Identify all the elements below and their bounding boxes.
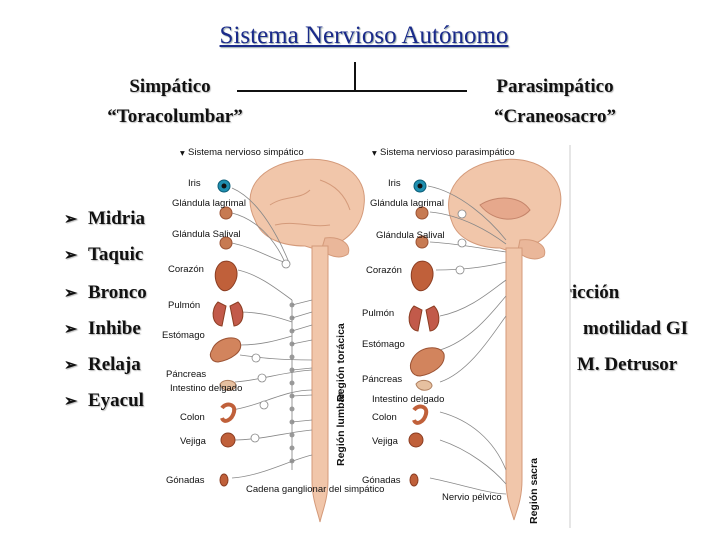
organ-label: Corazón (366, 265, 402, 276)
organ-label: Glándula Salival (172, 229, 241, 240)
stomach-icon (209, 337, 242, 363)
organ-label: Páncreas (362, 374, 402, 385)
arrow-bullet-icon: ➢ (64, 211, 78, 228)
spinal-cord-icon (505, 247, 523, 521)
organ-label: Glándula Salival (376, 230, 445, 241)
slide-title: Sistema Nervioso Autónomo (219, 22, 509, 49)
region-toracica-label: Región torácica (335, 323, 347, 402)
sympathetic-nerves (231, 187, 313, 479)
intestine-icon (219, 379, 237, 391)
organ-label: Estómago (162, 330, 205, 341)
arrow-bullet-icon: ➢ (64, 247, 78, 264)
brain-section (479, 197, 531, 220)
lungs-icon (408, 305, 440, 332)
organ-label: Intestino delgado (170, 383, 242, 394)
ganglion-nodes (250, 259, 291, 443)
para-effect-fragment: rricción (555, 282, 620, 303)
brain-folds (269, 179, 351, 227)
nervio-pelvico-label: Nervio pélvico (442, 492, 502, 503)
arrow-bullet-icon: ➢ (64, 393, 78, 410)
colon-icon (220, 402, 237, 423)
sympathetic-title: Simpático (129, 76, 211, 97)
parasympathetic-panel-header: Sistema nervioso parasimpático (380, 147, 515, 158)
ganglion-nodes (455, 209, 467, 275)
pupil-icon (221, 183, 227, 189)
parasympathetic-title: Parasimpático (496, 76, 614, 97)
arrow-bullet-icon: ➢ (64, 285, 78, 302)
para-effect-fragment: M. Detrusor (577, 354, 678, 375)
organ-label: Gónadas (362, 475, 401, 486)
lacrimal-gland-icon (415, 206, 429, 220)
parasympathetic-subtitle: “Craneosacro” (493, 106, 617, 127)
effect-item: ➢Bronco (64, 282, 147, 303)
panel-header-arrow: ▾ (372, 148, 377, 159)
effect-item: ➢Inhibe (64, 318, 141, 339)
bladder-icon (408, 432, 424, 448)
gonads-icon (219, 473, 229, 487)
organ-label: Colon (180, 412, 205, 423)
organ-label: Páncreas (166, 369, 206, 380)
sympathetic-panel: ▾ Sistema nervioso simpático Iris Glándu… (162, 147, 384, 523)
cadena-label: Cadena ganglionar del simpático (246, 484, 384, 495)
heart-icon (214, 260, 238, 292)
organ-label: Iris (188, 178, 201, 189)
organ-label: Intestino delgado (372, 394, 444, 405)
gonads-icon (409, 473, 419, 487)
effect-item: ➢Taquic (64, 244, 144, 265)
region-lumbar-label: Región lumbar (335, 392, 347, 466)
sympathetic-subtitle: “Toracolumbar” (107, 106, 243, 127)
colon-icon (412, 404, 429, 425)
effect-item: ➢Eyacul (64, 390, 144, 411)
organ-label: Pulmón (362, 308, 394, 319)
organ-label: Vejiga (372, 436, 399, 447)
organ-label: Corazón (168, 264, 204, 275)
brain-icon (249, 158, 365, 251)
arrow-bullet-icon: ➢ (64, 357, 78, 374)
sympathetic-panel-header: Sistema nervioso simpático (188, 147, 304, 158)
organ-label: Colon (372, 412, 397, 423)
spinal-cord-icon (311, 245, 329, 523)
tree-horizontal-line (237, 90, 467, 92)
panel-header-arrow: ▾ (180, 148, 185, 159)
pupil-icon (417, 183, 423, 189)
arrow-bullet-icon: ➢ (64, 321, 78, 338)
salivary-gland-icon (415, 235, 429, 249)
organ-label: Pulmón (168, 300, 200, 311)
bladder-icon (220, 432, 236, 448)
heart-icon (410, 260, 434, 292)
organ-label: Iris (388, 178, 401, 189)
organ-label: Vejiga (180, 436, 207, 447)
organ-label: Gónadas (166, 475, 205, 486)
organ-label: Glándula lagrimal (370, 198, 444, 209)
region-sacra-label: Región sacra (528, 458, 540, 524)
tree-vertical-line (354, 62, 356, 90)
intestine-icon (415, 379, 433, 391)
lacrimal-gland-icon (219, 206, 233, 220)
ganglia (289, 302, 295, 464)
organ-label: Estómago (362, 339, 405, 350)
para-effect-fragment: motilidad GI (583, 318, 689, 339)
stomach-icon (409, 347, 445, 377)
organ-label: Glándula lagrimal (172, 198, 246, 209)
salivary-gland-icon (219, 236, 233, 250)
parasympathetic-nerves (427, 185, 507, 495)
parasympathetic-panel: ▾ Sistema nervioso parasimpático Iris Gl… (362, 147, 562, 524)
effect-item: ➢Midria (64, 208, 145, 229)
effect-item: ➢Relaja (64, 354, 141, 375)
lungs-icon (212, 301, 244, 327)
